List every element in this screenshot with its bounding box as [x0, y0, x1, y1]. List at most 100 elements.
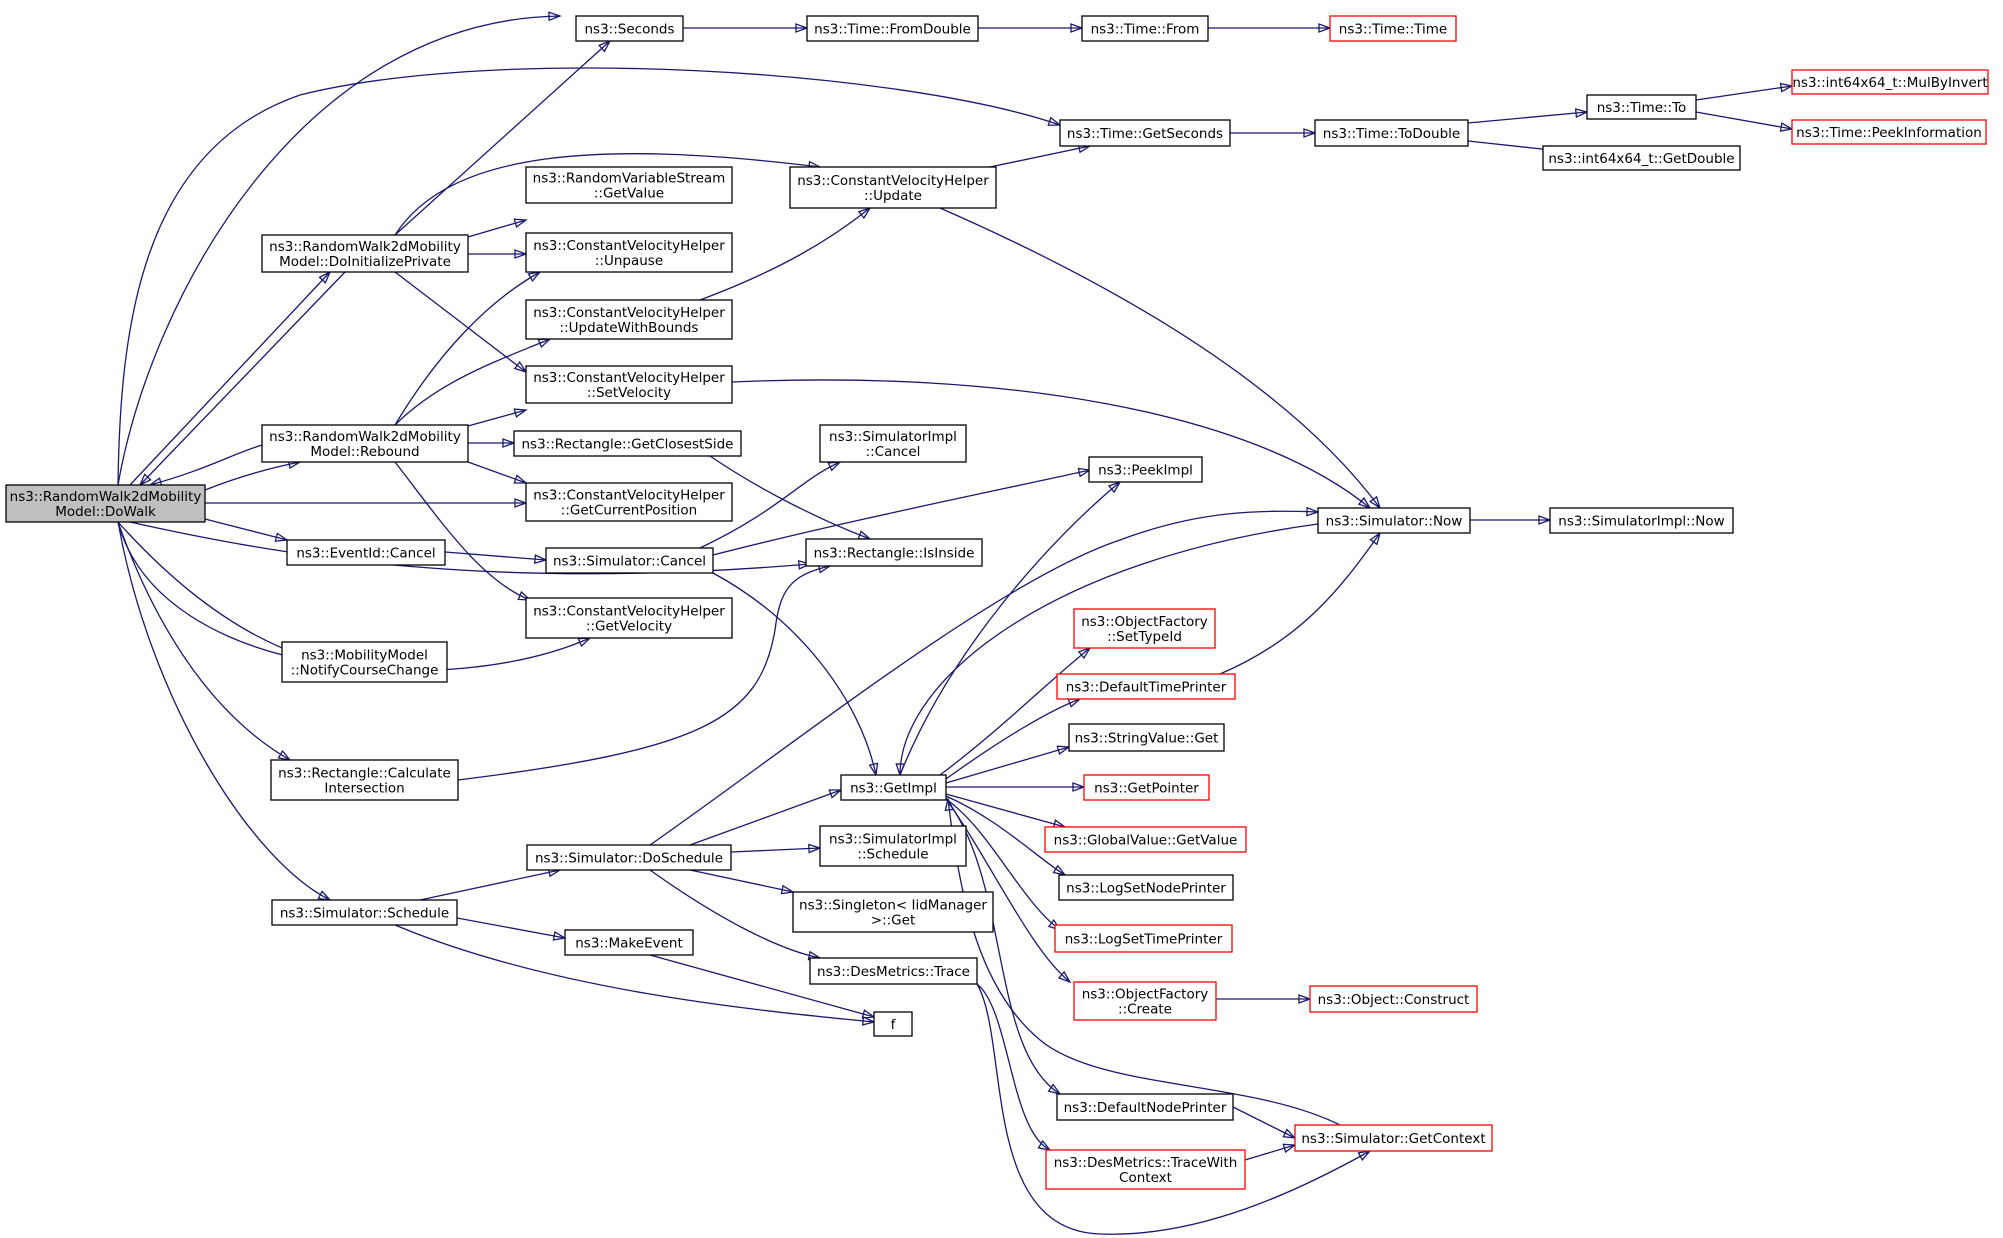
- edge-arrowhead: [1306, 506, 1320, 517]
- edge-arrowhead: [1067, 698, 1082, 708]
- node-box: [526, 844, 732, 871]
- node-box: [261, 424, 469, 463]
- node-cvhupdate[interactable]: ns3::ConstantVelocityHelper::Update: [789, 166, 997, 209]
- edge-arrowhead: [1107, 480, 1122, 494]
- node-logsettimeprinter[interactable]: ns3::LogSetTimePrinter: [1054, 924, 1233, 953]
- edge-arrowhead: [1298, 994, 1312, 1004]
- node-simimplcancel[interactable]: ns3::SimulatorImpl::Cancel: [819, 424, 967, 463]
- node-simdoschedule[interactable]: ns3::Simulator::DoSchedule: [526, 844, 732, 871]
- node-mulbyinvert[interactable]: ns3::int64x64_t::MulByInvert: [1791, 69, 1989, 95]
- edge-rebound-to-dowalk: [148, 444, 263, 487]
- edge-arrowhead: [1369, 495, 1382, 510]
- node-cvhsetvelocity[interactable]: ns3::ConstantVelocityHelper::SetVelocity: [525, 365, 733, 404]
- edge-from-to-timetime: [1208, 23, 1332, 33]
- node-simgetcontext[interactable]: ns3::Simulator::GetContext: [1294, 1124, 1493, 1152]
- node-seconds[interactable]: ns3::Seconds: [575, 15, 684, 42]
- node-simnow[interactable]: ns3::Simulator::Now: [1317, 507, 1471, 534]
- node-rvsgetvalue[interactable]: ns3::RandomVariableStream::GetValue: [525, 166, 733, 204]
- node-label: ns3::Object::Construct: [1318, 992, 1470, 1008]
- node-eventidcancel[interactable]: ns3::EventId::Cancel: [286, 539, 446, 566]
- node-objconstruct[interactable]: ns3::Object::Construct: [1309, 985, 1478, 1013]
- node-simimplschedule[interactable]: ns3::SimulatorImpl::Schedule: [819, 825, 967, 867]
- node-box: [1791, 69, 1989, 95]
- node-cvhgetvelocity[interactable]: ns3::ConstantVelocityHelper::GetVelocity: [525, 597, 733, 639]
- node-singletonget[interactable]: ns3::Singleton< IidManager >::Get: [792, 891, 994, 933]
- node-label: ns3::Simulator::GetContext: [1301, 1131, 1485, 1147]
- node-label: ns3::SimulatorImpl::Now: [1558, 514, 1724, 530]
- node-getdouble[interactable]: ns3::int64x64_t::GetDouble: [1542, 145, 1741, 171]
- node-ofsettypeid[interactable]: ns3::ObjectFactory::SetTypeId: [1073, 608, 1216, 649]
- edge-arrowhead: [513, 218, 528, 229]
- edge-line: [976, 983, 1051, 1151]
- node-timetime[interactable]: ns3::Time::Time: [1329, 15, 1457, 42]
- edge-simnow-to-simimplnow: [1470, 515, 1552, 525]
- node-defaulttimeprinter[interactable]: ns3::DefaultTimePrinter: [1056, 673, 1236, 700]
- edge-desmetricstrace-to-tracewithcontext: [976, 983, 1052, 1151]
- edge-getseconds-to-todouble: [1230, 128, 1317, 138]
- node-box: [805, 538, 983, 567]
- node-label: ns3::GetImpl: [850, 781, 937, 797]
- node-label: ns3::Simulator::Schedule: [280, 906, 449, 922]
- edge-line: [394, 153, 821, 236]
- node-box: [261, 234, 469, 273]
- node-logsetnodeprinter[interactable]: ns3::LogSetNodePrinter: [1058, 874, 1234, 901]
- node-cvhgetcurrentpos[interactable]: ns3::ConstantVelocityHelper::GetCurrentP…: [525, 482, 733, 522]
- node-notifycourse[interactable]: ns3::MobilityModel::NotifyCourseChange: [281, 641, 448, 683]
- node-label: f: [891, 1017, 897, 1033]
- node-box: [1542, 145, 1741, 171]
- node-label: ns3::int64x64_t::GetDouble: [1548, 151, 1734, 167]
- edge-line: [899, 523, 1319, 776]
- node-desmetricstrace[interactable]: ns3::DesMetrics::Trace: [809, 957, 978, 985]
- node-getimpl[interactable]: ns3::GetImpl: [840, 774, 947, 801]
- node-label: ns3::Time::From: [1091, 22, 1200, 38]
- node-from[interactable]: ns3::Time::From: [1081, 15, 1209, 42]
- node-simschedule[interactable]: ns3::Simulator::Schedule: [271, 899, 458, 926]
- node-getseconds[interactable]: ns3::Time::GetSeconds: [1059, 119, 1231, 147]
- edge-arrowhead: [1357, 1150, 1372, 1161]
- node-peekinformation[interactable]: ns3::Time::PeekInformation: [1791, 119, 1987, 145]
- edge-line: [149, 444, 263, 486]
- edge-desmetricstrace-to-simgetcontext: [976, 983, 1372, 1235]
- node-label: ns3::StringValue::Get: [1075, 731, 1219, 747]
- edge-line: [204, 461, 301, 491]
- node-box: [792, 891, 994, 933]
- edge-rebound-to-cvhsetvelocity: [467, 408, 528, 427]
- edge-arrowhead: [1282, 1128, 1297, 1139]
- node-getclosestside[interactable]: ns3::Rectangle::GetClosestSide: [513, 430, 742, 457]
- node-label: ::Update: [864, 188, 922, 204]
- edge-arrowhead: [1070, 23, 1084, 33]
- node-cvhunpause[interactable]: ns3::ConstantVelocityHelper::Unpause: [525, 232, 733, 273]
- node-doinitprivate[interactable]: ns3::RandomWalk2dMobilityModel::DoInitia…: [261, 234, 469, 273]
- node-stringvalueget[interactable]: ns3::StringValue::Get: [1068, 723, 1225, 752]
- node-peekimpl[interactable]: ns3::PeekImpl: [1088, 456, 1203, 483]
- node-todouble[interactable]: ns3::Time::ToDouble: [1314, 119, 1469, 147]
- node-box: [5, 484, 206, 523]
- node-getpointer[interactable]: ns3::GetPointer: [1083, 774, 1210, 801]
- edge-getimpl-to-stringvalueget: [945, 745, 1071, 784]
- node-fromdouble[interactable]: ns3::Time::FromDouble: [806, 15, 979, 42]
- node-cvhupdatebounds[interactable]: ns3::ConstantVelocityHelper::UpdateWithB…: [525, 299, 733, 340]
- node-box: [819, 424, 967, 463]
- node-f[interactable]: f: [873, 1011, 913, 1037]
- node-defaultnodeprinter[interactable]: ns3::DefaultNodePrinter: [1056, 1093, 1234, 1121]
- node-ofcreate[interactable]: ns3::ObjectFactory::Create: [1073, 981, 1217, 1021]
- node-simcancel[interactable]: ns3::Simulator::Cancel: [545, 547, 714, 574]
- node-to[interactable]: ns3::Time::To: [1586, 94, 1697, 120]
- node-isinside[interactable]: ns3::Rectangle::IsInside: [805, 538, 983, 567]
- node-label: ::SetVelocity: [587, 385, 671, 401]
- node-box: [1317, 507, 1471, 534]
- node-simimplnow[interactable]: ns3::SimulatorImpl::Now: [1549, 507, 1734, 534]
- edge-arrowhead: [1369, 531, 1382, 546]
- node-box: [819, 825, 967, 867]
- edge-line: [939, 207, 1381, 509]
- node-makeevent[interactable]: ns3::MakeEvent: [564, 929, 694, 956]
- node-label: ns3::ConstantVelocityHelper: [533, 305, 725, 321]
- node-box: [575, 15, 684, 42]
- node-globalvaluegetvalue[interactable]: ns3::GlobalValue::GetValue: [1044, 826, 1247, 853]
- edge-arrowhead: [828, 789, 843, 799]
- node-box: [1309, 985, 1478, 1013]
